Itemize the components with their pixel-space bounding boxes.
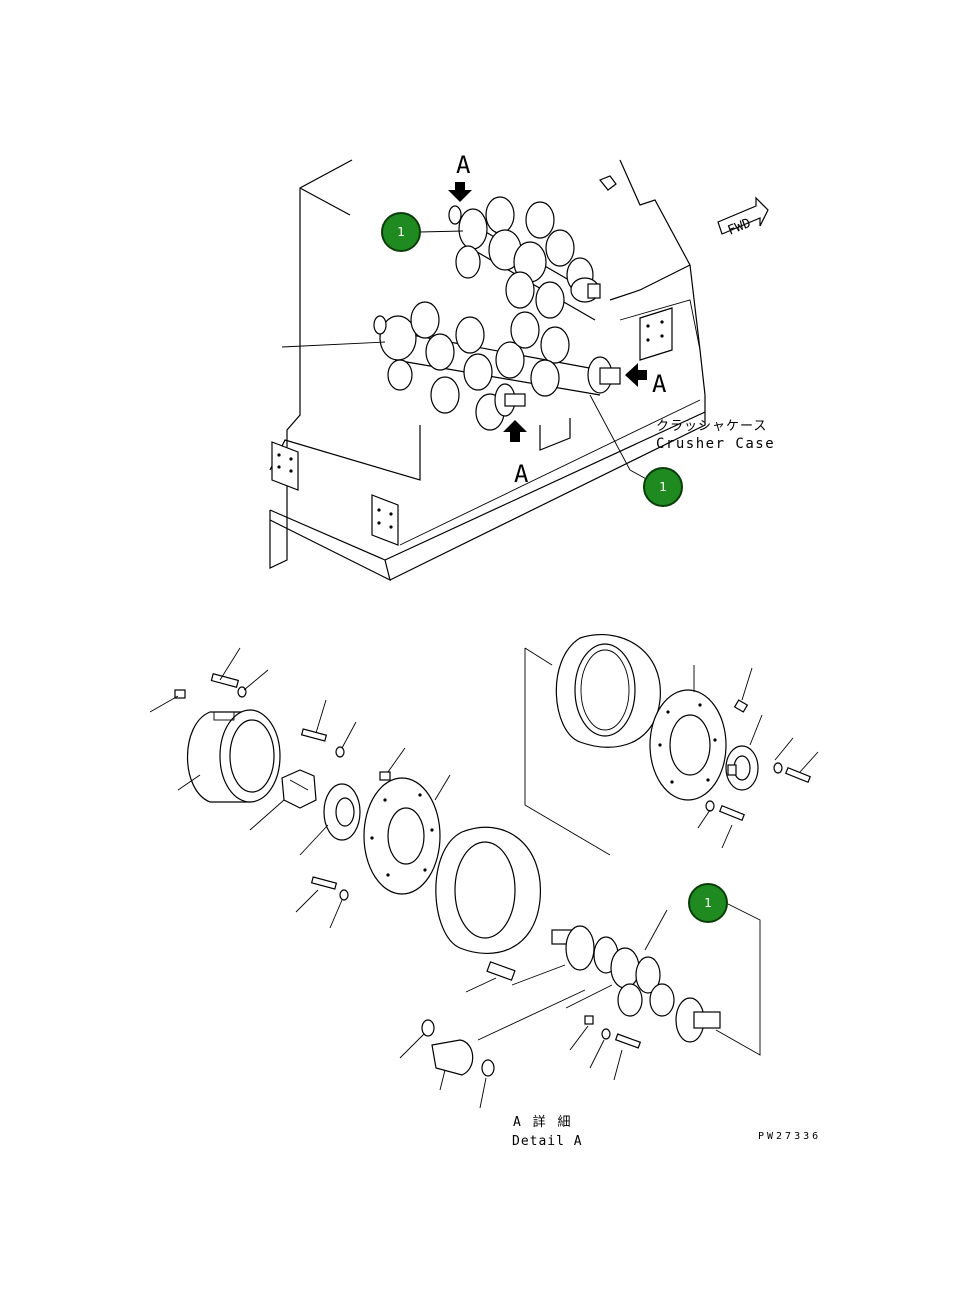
detail-a-title-jp: A 詳 細 <box>513 1114 572 1130</box>
bearing-right <box>725 745 759 791</box>
crusher-case-label-jp: クラッシャケース <box>656 419 767 434</box>
callout-label: 1 <box>659 480 667 494</box>
gasket-center <box>435 826 541 955</box>
view-arrow-top <box>448 182 472 202</box>
callout-part-1-detail[interactable]: 1 <box>688 883 728 923</box>
crusher-assembly-view: FWD <box>269 159 769 582</box>
view-arrow-right <box>625 363 647 387</box>
gasket-large <box>555 634 661 748</box>
lower-rotor <box>373 301 621 431</box>
callout-label: 1 <box>397 225 405 239</box>
detail-a-exploded-view <box>149 634 819 1109</box>
crusher-case-frame <box>269 159 706 582</box>
text-labels: A A A クラッシャケース Crusher Case A 詳 細 Detail… <box>456 151 821 1149</box>
view-letter-a-right: A <box>652 370 667 398</box>
flange-plate <box>649 689 727 801</box>
callout-label: 1 <box>704 896 712 910</box>
detail-a-title-en: Detail A <box>512 1134 583 1149</box>
view-arrow-bottom <box>503 420 527 442</box>
bearing-left <box>300 728 391 841</box>
view-arrows <box>448 182 647 442</box>
coupling <box>281 769 317 809</box>
detail-leader-lines <box>149 647 819 1109</box>
hardware-right <box>705 699 812 822</box>
rotor-shaft-detail <box>486 925 721 1043</box>
crusher-case-label-en: Crusher Case <box>656 436 775 452</box>
callout-part-1-crusher-case[interactable]: 1 <box>643 467 683 507</box>
hardware-lower <box>421 1015 642 1077</box>
upper-rotor <box>448 196 601 321</box>
callout-part-1-upper[interactable]: 1 <box>381 212 421 252</box>
view-letter-a-bottom: A <box>514 460 529 488</box>
upper-leader-lines <box>281 230 649 481</box>
view-letter-a-top: A <box>456 151 471 179</box>
housing-cylinder <box>174 673 281 803</box>
drawing-number: PW27336 <box>758 1131 821 1142</box>
flange-plate-center <box>310 777 441 901</box>
fwd-arrow-sign: FWD <box>717 196 769 239</box>
